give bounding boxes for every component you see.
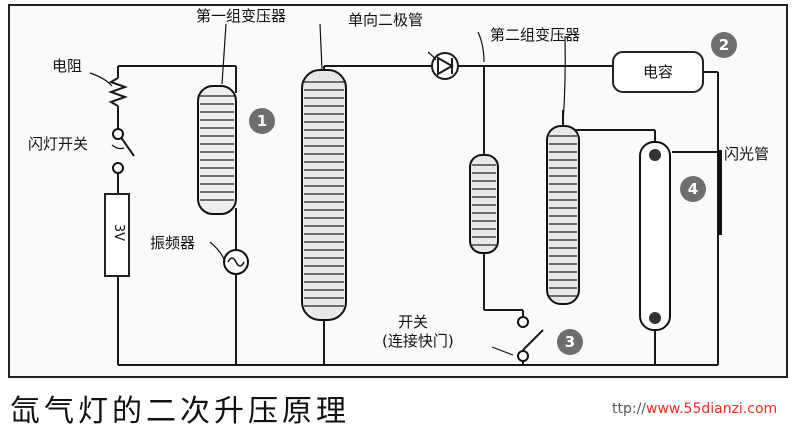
shutter-switch-lever — [522, 329, 544, 351]
battery-label: 3V — [111, 223, 127, 242]
switch-label: 开关 — [398, 313, 429, 331]
flash-tube-bottom-electrode — [649, 312, 661, 324]
second-transformer-secondary-coil — [546, 125, 580, 305]
resistor-zigzag — [108, 77, 128, 107]
watermark-prefix: ttp:// — [612, 401, 647, 417]
battery: 3V — [104, 193, 130, 277]
diagram-caption: 氙气灯的二次升压原理 — [10, 394, 350, 429]
marker-3: 3 — [557, 329, 583, 355]
shutter-link-label: (连接快门) — [382, 332, 454, 350]
shutter-switch-upper-contact — [517, 316, 529, 328]
second-transformer-primary-coil — [469, 154, 499, 254]
flash-tube-top-electrode — [649, 149, 661, 161]
oscillator-label: 振频器 — [150, 234, 196, 252]
flash-switch-lever — [119, 135, 135, 157]
flash-switch-lower-contact — [112, 162, 124, 174]
first-transformer-primary-coil — [197, 85, 237, 215]
capacitor-label: 电容 — [642, 63, 673, 81]
marker-2: 2 — [711, 32, 737, 58]
diode-label: 单向二极管 — [348, 11, 424, 29]
flash-switch-label: 闪灯开关 — [28, 135, 89, 153]
shutter-switch-lower-contact — [517, 350, 529, 362]
flash-tube-body — [639, 141, 671, 331]
marker-1: 1 — [249, 108, 275, 134]
capacitor-box: 电容 — [612, 51, 704, 93]
flash-switch-upper-contact — [112, 128, 124, 140]
marker-4: 4 — [680, 176, 706, 202]
second-transformer-label: 第二组变压器 — [490, 26, 581, 44]
flash-tube-label: 闪光管 — [724, 145, 770, 163]
first-transformer-label: 第一组变压器 — [196, 7, 287, 25]
watermark-url: www.55dianzi.com — [646, 401, 778, 417]
watermark: ttp://www.55dianzi.com — [612, 401, 777, 417]
resistor-label: 电阻 — [52, 57, 83, 75]
